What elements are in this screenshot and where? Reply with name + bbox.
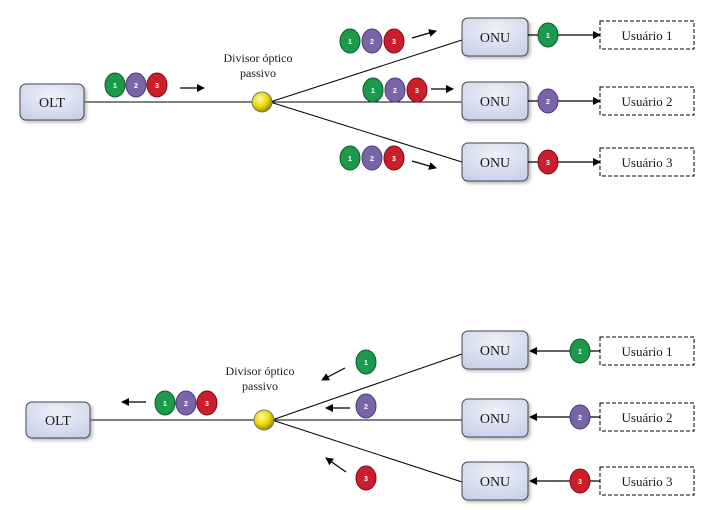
packet-label: 1 <box>371 88 375 95</box>
onu-label: ONU <box>480 412 510 427</box>
packet-label: 3 <box>392 156 396 163</box>
splitter-node <box>252 92 272 112</box>
user-label: Usuário 3 <box>622 155 673 170</box>
user-box-1: Usuário 1 <box>600 337 694 365</box>
packet-group: 1 2 3 <box>363 78 427 102</box>
onu-box-3: ONU <box>462 462 528 500</box>
splitter-label-line2: passivo <box>242 379 278 393</box>
user-label: Usuário 1 <box>622 28 673 43</box>
packet-label: 2 <box>546 99 550 106</box>
packet-label: 2 <box>134 83 138 90</box>
onu-box-2: ONU <box>462 82 528 120</box>
arrow-right <box>412 31 436 38</box>
onu-box-1: ONU <box>462 18 528 56</box>
packet-label: 2 <box>364 404 368 411</box>
packet-label: 3 <box>392 39 396 46</box>
onu-label: ONU <box>480 344 510 359</box>
packet-label: 3 <box>578 479 582 486</box>
user-box-1: Usuário 1 <box>600 21 694 49</box>
user-box-3: Usuário 3 <box>600 467 694 495</box>
arrow-left <box>322 368 345 380</box>
arrow-right <box>412 161 436 168</box>
packet-label: 2 <box>393 88 397 95</box>
packet-group: 1 2 3 <box>340 29 404 53</box>
upstream-section: OLT Divisor óptico passivo 1 2 3 1 2 3 O… <box>26 331 694 500</box>
packet-label: 1 <box>348 156 352 163</box>
onu-label: ONU <box>480 156 510 171</box>
packet-label: 3 <box>155 83 159 90</box>
packet-label: 2 <box>370 156 374 163</box>
packet-label: 3 <box>364 476 368 483</box>
splitter-label-line1: Divisor óptico <box>226 364 295 378</box>
user-box-2: Usuário 2 <box>600 87 694 115</box>
user-box-2: Usuário 2 <box>600 403 694 431</box>
packet-label: 3 <box>546 160 550 167</box>
packet-label: 1 <box>348 39 352 46</box>
olt-box: OLT <box>26 402 90 438</box>
onu-box-2: ONU <box>462 399 528 437</box>
packet-label: 1 <box>578 349 582 356</box>
splitter-label-line2: passivo <box>240 66 276 80</box>
olt-box: OLT <box>20 84 84 120</box>
onu-box-3: ONU <box>462 143 528 181</box>
packet-label: 1 <box>364 360 368 367</box>
user-box-3: Usuário 3 <box>600 148 694 176</box>
packet-label: 2 <box>578 415 582 422</box>
onu-label: ONU <box>480 95 510 110</box>
splitter-label-line1: Divisor óptico <box>224 51 293 65</box>
user-label: Usuário 2 <box>622 94 673 109</box>
splitter-node <box>254 410 274 430</box>
arrow-left <box>326 458 346 472</box>
packet-label: 3 <box>415 88 419 95</box>
user-label: Usuário 2 <box>622 410 673 425</box>
onu-box-1: ONU <box>462 331 528 369</box>
user-label: Usuário 3 <box>622 474 673 489</box>
olt-label: OLT <box>39 96 65 111</box>
packet-label: 3 <box>205 401 209 408</box>
packet-group: 1 2 3 <box>155 391 217 415</box>
packet-label: 2 <box>370 39 374 46</box>
onu-label: ONU <box>480 31 510 46</box>
downstream-section: OLT Divisor óptico passivo 1 2 3 1 2 3 <box>20 18 694 181</box>
onu-label: ONU <box>480 475 510 490</box>
packet-group: 1 2 3 <box>340 146 404 170</box>
packet-label: 1 <box>163 401 167 408</box>
packet-label: 1 <box>113 83 117 90</box>
packet-label: 1 <box>546 33 550 40</box>
packet-label: 2 <box>184 401 188 408</box>
user-label: Usuário 1 <box>622 344 673 359</box>
packet-group: 1 2 3 <box>105 73 167 97</box>
olt-label: OLT <box>45 414 71 429</box>
